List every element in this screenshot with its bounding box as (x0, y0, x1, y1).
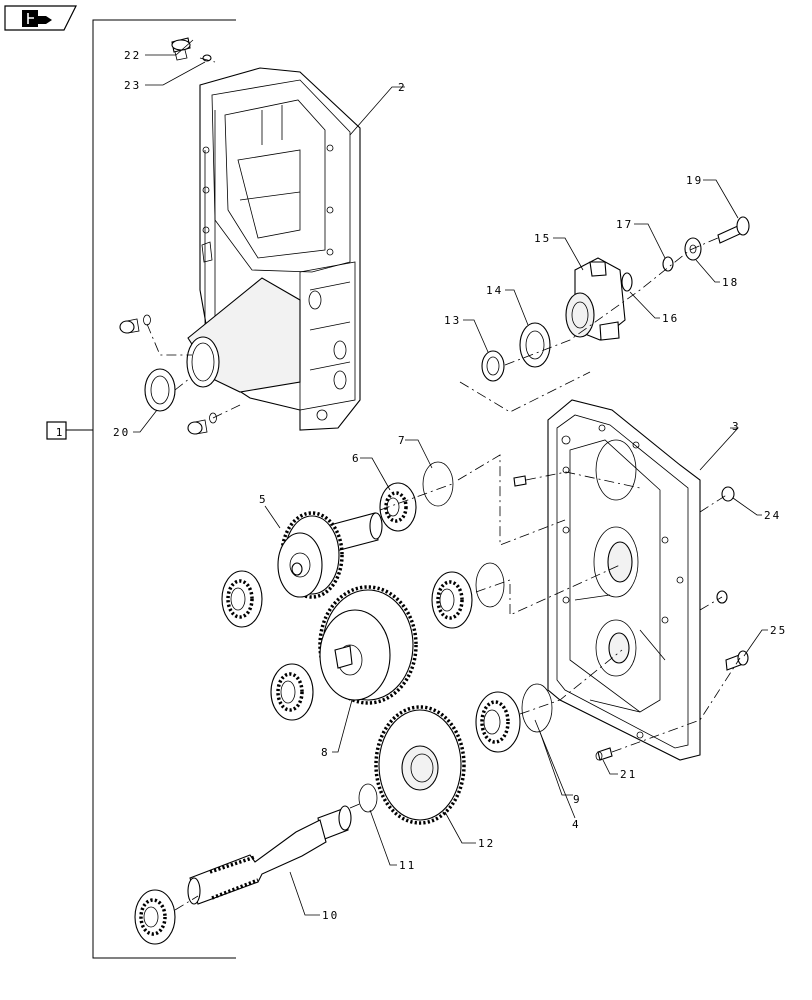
assembly-label: 1 (56, 426, 65, 439)
callout-7: 7 (398, 434, 407, 447)
callout-13: 13 (444, 314, 461, 327)
seal-14 (519, 322, 551, 368)
callout-2: 2 (398, 81, 407, 94)
callout-4: 4 (572, 818, 581, 831)
callout-25: 25 (770, 624, 787, 637)
snap-ring-11 (358, 783, 378, 813)
output-gear-12 (374, 705, 466, 825)
input-gear-5 (277, 511, 383, 599)
bookmark-arrow-icon (22, 10, 52, 27)
idler-gear-8 (318, 585, 418, 705)
dowel-pin-21 (595, 747, 613, 761)
dowel-pin-upper (513, 475, 527, 487)
o-ring-16 (621, 272, 633, 292)
output-shaft-10 (187, 805, 352, 905)
callout-8: 8 (321, 746, 330, 759)
callout-23: 23 (124, 79, 141, 92)
drain-plug-lower (187, 412, 217, 435)
callout-9: 9 (573, 793, 582, 806)
leader-lines (133, 39, 768, 916)
callout-10: 10 (322, 909, 339, 922)
bearing-idler-front (270, 663, 314, 721)
output-yoke-15 (565, 257, 626, 341)
bearing-input (221, 570, 263, 628)
callout-19: 19 (686, 174, 703, 187)
bolt-19 (717, 216, 750, 244)
callout-15: 15 (534, 232, 551, 245)
plug-24 (716, 486, 735, 604)
bearing-4 (475, 691, 521, 753)
callout-5: 5 (259, 493, 268, 506)
housing-cover (186, 67, 361, 431)
callout-21: 21 (620, 768, 637, 781)
callout-24: 24 (764, 509, 781, 522)
callout-14: 14 (486, 284, 503, 297)
breather-plug-22 (171, 37, 191, 61)
nav-badge[interactable] (4, 5, 77, 31)
drain-plug-upper (119, 314, 151, 334)
housing-plate (547, 399, 701, 761)
bearing-idler-rear (431, 571, 473, 629)
oil-seal-20 (144, 368, 176, 412)
callout-22: 22 (124, 49, 141, 62)
bolt-25 (725, 650, 749, 671)
callout-12: 12 (478, 837, 495, 850)
callout-labels: 1 22 23 2 3 4 5 6 7 8 9 10 11 12 13 14 1… (56, 49, 787, 922)
assembly-bracket (46, 19, 236, 959)
seal-13 (481, 350, 505, 382)
washer-17 (662, 256, 674, 272)
bearing-6 (379, 482, 417, 532)
callout-20: 20 (113, 426, 130, 439)
callout-18: 18 (722, 276, 739, 289)
callout-16: 16 (662, 312, 679, 325)
callout-3: 3 (732, 420, 741, 433)
snap-ring-idler (475, 562, 505, 608)
callout-6: 6 (352, 452, 361, 465)
snap-ring-7 (422, 461, 454, 507)
snap-ring-9 (521, 683, 553, 733)
alignment-lines (146, 57, 741, 911)
callout-11: 11 (399, 859, 416, 872)
callout-17: 17 (616, 218, 633, 231)
bearing-output (134, 889, 176, 945)
